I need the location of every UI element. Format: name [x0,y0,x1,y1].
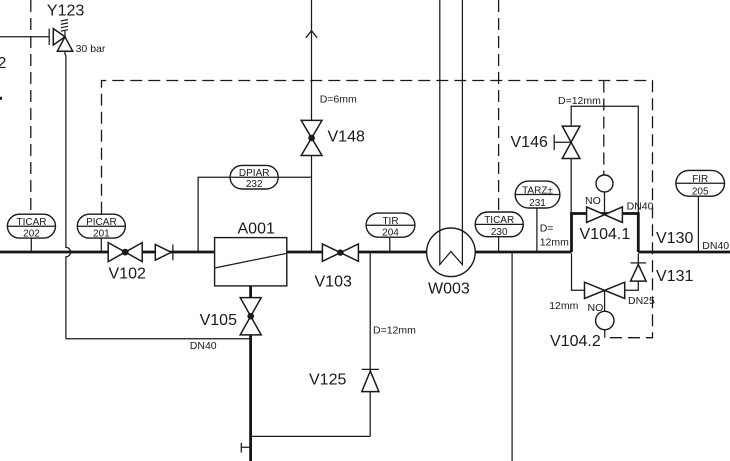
svg-text:V130: V130 [656,230,693,247]
svg-text:W003: W003 [428,281,470,298]
svg-text:DPIAR: DPIAR [239,168,270,179]
svg-text:V146: V146 [511,134,548,151]
svg-text:201: 201 [93,228,110,239]
svg-text:TICAR: TICAR [17,217,47,228]
svg-text:230: 230 [491,227,508,238]
svg-text:30 bar: 30 bar [76,43,106,55]
svg-text:2: 2 [0,55,7,72]
svg-text:D=6mm: D=6mm [320,93,357,105]
svg-text:NO: NO [585,195,601,207]
svg-text:A001: A001 [238,221,275,238]
svg-text:FIR: FIR [692,174,708,185]
svg-text:204: 204 [382,228,399,239]
svg-text:TARZ±: TARZ± [522,185,553,196]
svg-text:TICAR: TICAR [484,215,514,226]
svg-text:V148: V148 [328,129,365,146]
svg-text:232: 232 [246,179,263,190]
svg-text:V104.1: V104.1 [580,226,631,243]
svg-text:PICAR: PICAR [86,217,117,228]
svg-text:V105: V105 [200,312,237,329]
svg-text:12mm: 12mm [549,300,578,312]
svg-text:V104.2: V104.2 [550,333,601,350]
svg-text:D=: D= [540,222,554,234]
svg-text:V125: V125 [309,372,346,389]
svg-text:DN40: DN40 [190,340,217,352]
svg-text:D=12mm: D=12mm [373,325,416,337]
svg-text:V102: V102 [109,266,146,283]
svg-text:231: 231 [529,198,546,209]
svg-text:12mm: 12mm [540,237,569,249]
svg-text:D=12mm: D=12mm [558,95,601,107]
svg-text:Y123: Y123 [47,3,84,20]
svg-text:V131: V131 [656,268,693,285]
svg-text:NO: NO [588,302,604,314]
svg-text:205: 205 [692,187,709,198]
svg-text:202: 202 [23,228,40,239]
svg-text:TIR: TIR [382,216,398,227]
svg-text:DN25: DN25 [628,295,655,307]
svg-text:DN40: DN40 [627,200,654,212]
svg-text:DN40: DN40 [702,240,729,252]
svg-text:V103: V103 [315,274,352,291]
